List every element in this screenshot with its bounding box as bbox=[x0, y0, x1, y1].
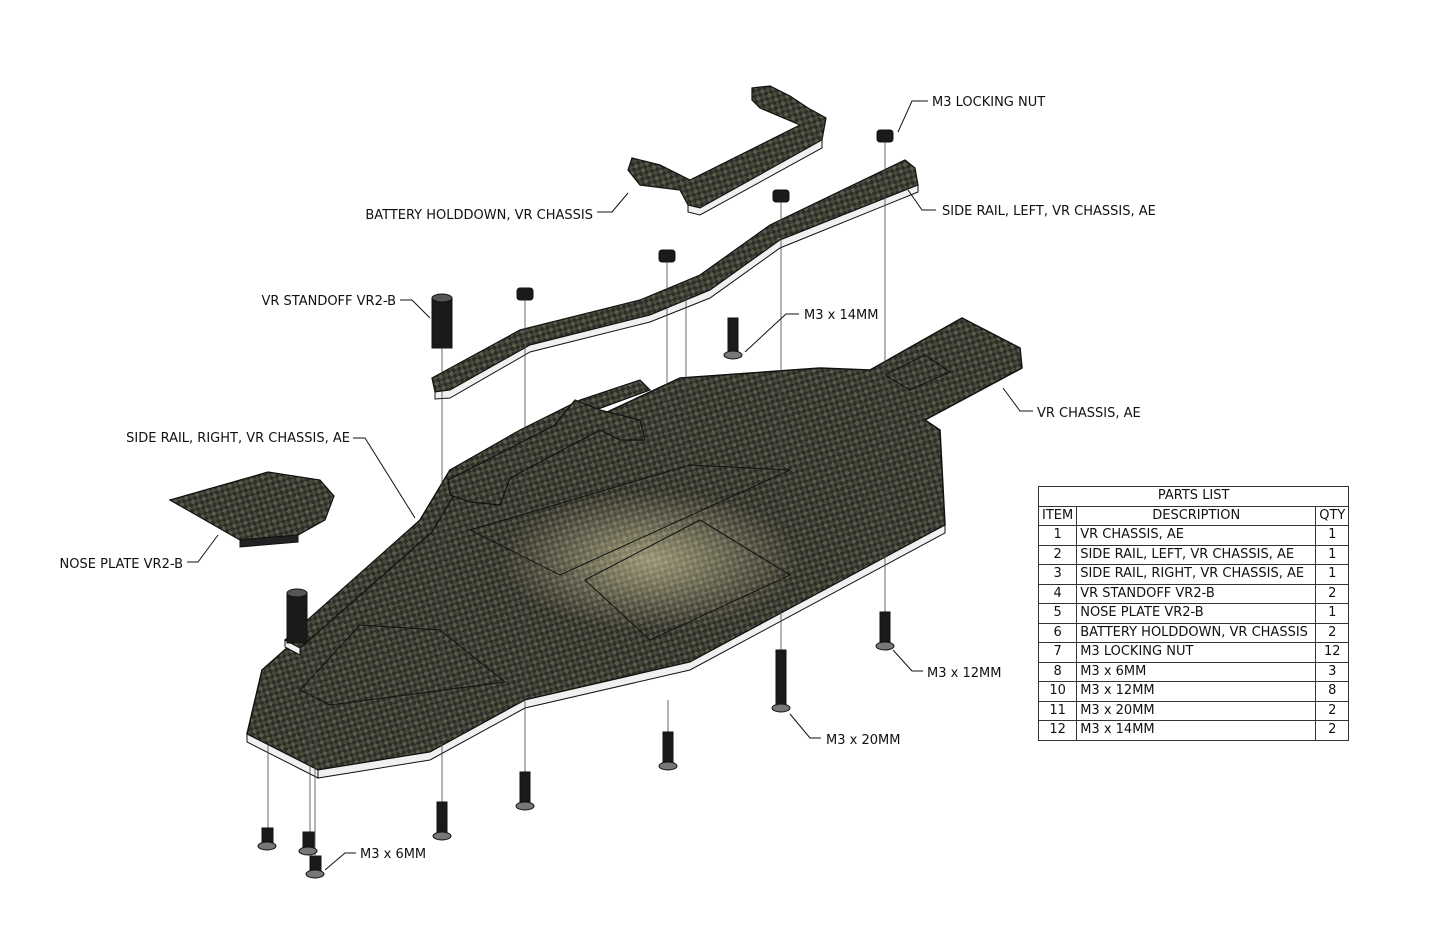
cell-qty: 8 bbox=[1315, 681, 1350, 702]
cell-qty: 3 bbox=[1315, 661, 1350, 682]
cell-item: 6 bbox=[1037, 622, 1078, 643]
callout-side-rail-left: SIDE RAIL, LEFT, VR CHASSIS, AE bbox=[942, 204, 1156, 219]
cell-qty: 2 bbox=[1315, 583, 1350, 604]
side-rail-right bbox=[283, 379, 652, 656]
cell-item: 4 bbox=[1037, 583, 1078, 604]
cell-qty: 2 bbox=[1315, 720, 1350, 741]
cell-item: 12 bbox=[1037, 720, 1078, 741]
battery-holddown-top bbox=[627, 85, 827, 216]
header-qty: QTY bbox=[1315, 505, 1350, 526]
cell-description: M3 x 6MM bbox=[1076, 661, 1317, 682]
callout-m3x12: M3 x 12MM bbox=[927, 666, 1001, 681]
cell-description: M3 x 12MM bbox=[1076, 681, 1317, 702]
cell-qty: 1 bbox=[1315, 525, 1350, 546]
cell-qty: 1 bbox=[1315, 564, 1350, 585]
cell-item: 3 bbox=[1037, 564, 1078, 585]
callout-vr-chassis: VR CHASSIS, AE bbox=[1037, 406, 1141, 421]
cell-item: 10 bbox=[1037, 681, 1078, 702]
cell-qty: 2 bbox=[1315, 622, 1350, 643]
parts-list-header-row: ITEM DESCRIPTION QTY bbox=[1037, 505, 1350, 526]
cell-item: 8 bbox=[1037, 661, 1078, 682]
cell-item: 11 bbox=[1037, 700, 1078, 721]
cell-description: SIDE RAIL, LEFT, VR CHASSIS, AE bbox=[1076, 544, 1317, 565]
cell-qty: 12 bbox=[1315, 642, 1350, 663]
callout-vr-standoff: VR STANDOFF VR2-B bbox=[261, 294, 396, 309]
callout-m3x6: M3 x 6MM bbox=[360, 847, 426, 862]
cell-item: 7 bbox=[1037, 642, 1078, 663]
cell-description: M3 LOCKING NUT bbox=[1076, 642, 1317, 663]
cell-qty: 2 bbox=[1315, 700, 1350, 721]
vr-chassis-plate bbox=[246, 317, 1023, 779]
screws bbox=[257, 317, 895, 879]
cell-item: 5 bbox=[1037, 603, 1078, 624]
cell-item: 1 bbox=[1037, 525, 1078, 546]
parts-list-title-row: PARTS LIST bbox=[1037, 486, 1350, 507]
vr-standoff-lower bbox=[286, 588, 308, 644]
cell-qty: 1 bbox=[1315, 544, 1350, 565]
callout-m3x14: M3 x 14MM bbox=[804, 308, 878, 323]
cell-item: 2 bbox=[1037, 544, 1078, 565]
assembly-axis-lines bbox=[267, 142, 886, 855]
cell-description: BATTERY HOLDDOWN, VR CHASSIS bbox=[1076, 622, 1317, 643]
cell-description: VR STANDOFF VR2-B bbox=[1076, 583, 1317, 604]
callout-nose-plate: NOSE PLATE VR2-B bbox=[60, 557, 183, 572]
parts-list-title: PARTS LIST bbox=[1037, 486, 1350, 507]
battery-holddown-chassis bbox=[447, 399, 646, 506]
callout-m3-locking-nut: M3 LOCKING NUT bbox=[932, 95, 1045, 110]
cell-description: SIDE RAIL, RIGHT, VR CHASSIS, AE bbox=[1076, 564, 1317, 585]
leader-lines bbox=[187, 100, 1033, 871]
header-description: DESCRIPTION bbox=[1076, 505, 1317, 526]
cell-description: VR CHASSIS, AE bbox=[1076, 525, 1317, 546]
vr-standoff-upper bbox=[431, 293, 453, 349]
cell-description: M3 x 20MM bbox=[1076, 700, 1317, 721]
callout-side-rail-right: SIDE RAIL, RIGHT, VR CHASSIS, AE bbox=[126, 431, 350, 446]
cell-qty: 1 bbox=[1315, 603, 1350, 624]
header-item: ITEM bbox=[1037, 505, 1078, 526]
side-rail-left bbox=[431, 159, 919, 400]
nose-plate bbox=[168, 471, 335, 548]
callout-battery-holddown: BATTERY HOLDDOWN, VR CHASSIS bbox=[365, 208, 593, 223]
callout-m3x20: M3 x 20MM bbox=[826, 733, 900, 748]
cell-description: NOSE PLATE VR2-B bbox=[1076, 603, 1317, 624]
cell-description: M3 x 14MM bbox=[1076, 720, 1317, 741]
